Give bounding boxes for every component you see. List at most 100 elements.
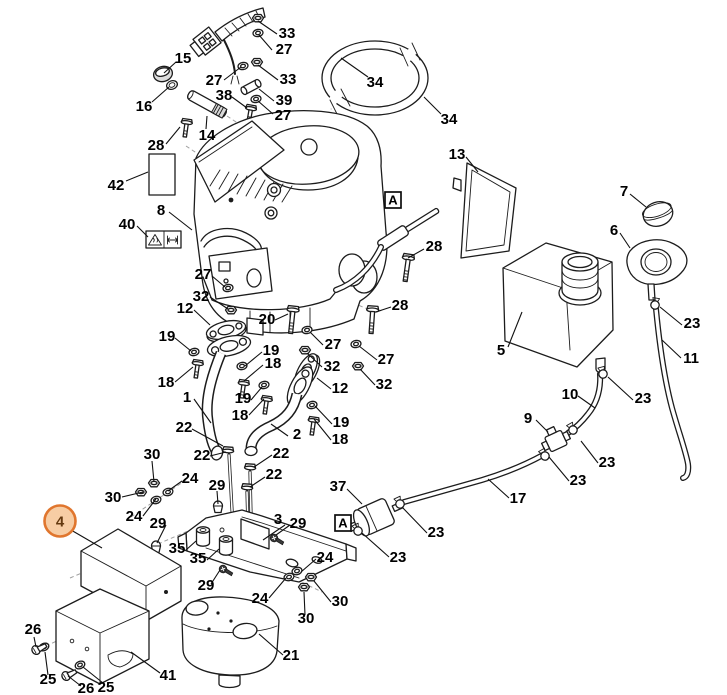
callout-22: 22 (273, 445, 290, 462)
fuel-filter-37 (347, 498, 404, 537)
svg-text:A: A (338, 516, 348, 531)
callout-17: 17 (510, 490, 527, 507)
callout-33: 33 (280, 71, 297, 88)
callout-24: 24 (317, 549, 334, 566)
callout-29: 29 (290, 515, 307, 532)
heat-shield-41 (55, 588, 150, 685)
bolt-18 (189, 358, 205, 380)
callout-35: 35 (169, 540, 186, 557)
callout-32: 32 (193, 288, 210, 305)
split-ring-34 (321, 40, 429, 117)
callout-34: 34 (441, 111, 458, 128)
engine-dot (228, 197, 234, 203)
bracket-3 (177, 509, 357, 583)
callout-32: 32 (324, 358, 341, 375)
callout-8: 8 (157, 202, 165, 219)
callout-12: 12 (332, 380, 349, 397)
callout-28: 28 (392, 297, 409, 314)
callout-13: 13 (449, 146, 466, 163)
washer-19 (305, 399, 319, 411)
spacer-39 (240, 78, 262, 96)
callout-38: 38 (216, 87, 233, 104)
exhaust-pipe-1 (201, 334, 252, 461)
callout-34: 34 (367, 74, 384, 91)
callout-24: 24 (252, 590, 269, 607)
callout-22: 22 (194, 447, 211, 464)
callout-6: 6 (610, 222, 618, 239)
warning-sticker-40 (145, 230, 182, 249)
callout-24: 24 (182, 470, 199, 487)
filler-neck-6 (626, 239, 688, 301)
bushing-35 (195, 526, 211, 547)
callout-19: 19 (235, 390, 252, 407)
bushing-35 (218, 535, 234, 556)
bolt-28-left (178, 117, 194, 139)
callout-18: 18 (232, 407, 249, 424)
callout-12: 12 (177, 300, 194, 317)
callout-30: 30 (105, 489, 122, 506)
callout-41: 41 (160, 667, 177, 684)
label-plate-42 (148, 153, 176, 196)
engine-assembly (193, 110, 388, 336)
gasket-frame-13 (452, 162, 517, 259)
callout-18: 18 (265, 355, 282, 372)
callout-10: 10 (562, 386, 579, 403)
callout-23: 23 (390, 549, 407, 566)
callout-19: 19 (159, 328, 176, 345)
callout-30: 30 (332, 593, 349, 610)
callout-22: 22 (176, 419, 193, 436)
callout-26: 26 (78, 680, 95, 695)
callout-29: 29 (209, 477, 226, 494)
callout-22: 22 (266, 466, 283, 483)
o-ring-16 (165, 79, 179, 91)
washer-24 (149, 494, 163, 506)
callout-37: 37 (330, 478, 347, 495)
nut-30 (297, 582, 311, 592)
nut-32 (351, 361, 365, 371)
callout-25: 25 (40, 671, 57, 688)
bolt-28 (398, 252, 416, 283)
washer-19 (235, 360, 249, 372)
callout-1: 1 (183, 389, 191, 406)
callout-27: 27 (275, 107, 292, 124)
keep-distance-icon (167, 235, 178, 245)
nut-33 (250, 57, 264, 67)
pin-14 (186, 90, 228, 119)
callout-23: 23 (428, 524, 445, 541)
callout-27: 27 (206, 72, 223, 89)
washer-27 (251, 28, 265, 38)
callout-29: 29 (198, 577, 215, 594)
callout-35: 35 (190, 550, 207, 567)
air-cleaner-cover (256, 125, 360, 191)
svg-text:4: 4 (56, 514, 65, 531)
callout-42: 42 (108, 177, 125, 194)
callout-30: 30 (144, 446, 161, 463)
bolt-28 (364, 304, 380, 335)
washer-19 (187, 346, 201, 358)
callout-28: 28 (426, 238, 443, 255)
callout-33: 33 (279, 25, 296, 42)
callout-27: 27 (325, 336, 342, 353)
callout-18: 18 (158, 374, 175, 391)
highlighted-callout-4: 4 (43, 504, 77, 538)
callout-25: 25 (98, 679, 115, 695)
callout-30: 30 (298, 610, 315, 627)
callout-19: 19 (263, 342, 280, 359)
callout-27: 27 (276, 41, 293, 58)
engine-foot (246, 317, 264, 336)
callout-7: 7 (620, 183, 628, 200)
nut-30 (304, 572, 318, 582)
callout-32: 32 (376, 376, 393, 393)
callout-20: 20 (259, 311, 276, 328)
callout-3: 3 (274, 511, 282, 528)
callout-40: 40 (119, 216, 136, 233)
reference-marker-A: A (334, 514, 352, 532)
fuel-cap-7 (641, 201, 674, 227)
fuel-tank-5 (502, 242, 614, 374)
harness-connector (189, 26, 222, 58)
fuel-valve-9 (540, 425, 572, 453)
exhaust-pipe-2 (244, 366, 314, 457)
muffler-21 (181, 596, 280, 689)
